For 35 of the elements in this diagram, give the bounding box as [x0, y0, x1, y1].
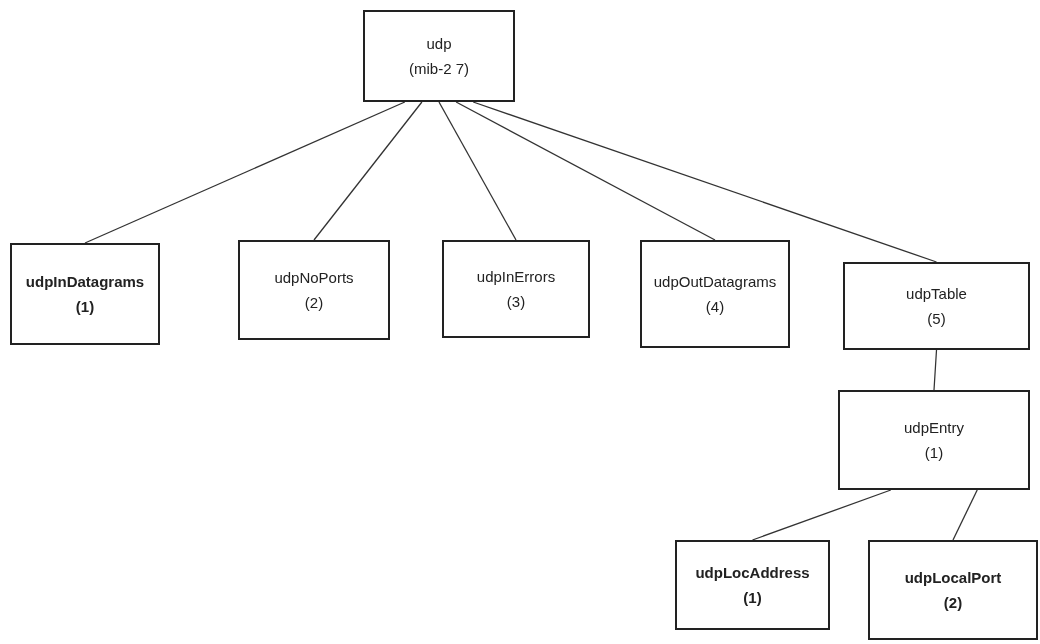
- node-name: udpNoPorts: [274, 269, 354, 286]
- node-name: udp: [426, 35, 452, 52]
- node-name: udpInDatagrams: [25, 273, 145, 290]
- node-number: (5): [927, 310, 946, 327]
- connector-line: [313, 101, 423, 241]
- node-name: udpLocAddress: [695, 564, 810, 581]
- tree-node-box: [838, 390, 1030, 490]
- tree-node-box: [843, 262, 1030, 350]
- node-number: (2): [304, 294, 324, 311]
- tree-node-box: [640, 240, 790, 348]
- connector-line: [952, 489, 978, 541]
- node-name: udpOutDatagrams: [653, 273, 777, 290]
- node-number: (3): [506, 293, 526, 310]
- node-number: (1): [924, 444, 944, 461]
- node-name: udpLocalPort: [904, 569, 1002, 586]
- tree-node-box: [442, 240, 590, 338]
- tree-node-box: [868, 540, 1038, 640]
- node-name: udpTable: [906, 285, 967, 302]
- node-number: (mib-2 7): [409, 60, 469, 77]
- connector-line: [933, 349, 938, 391]
- connector-line: [84, 101, 406, 244]
- tree-node-box: [363, 10, 515, 102]
- node-name: udpEntry: [903, 419, 964, 436]
- node-number: (4): [705, 298, 725, 315]
- tree-node-box: [675, 540, 830, 630]
- connector-line: [455, 101, 716, 241]
- tree-node-box: [10, 243, 160, 345]
- node-number: (1): [743, 589, 762, 606]
- node-name: udpInErrors: [476, 268, 556, 285]
- tree-node-box: [238, 240, 390, 340]
- connector-line: [472, 101, 938, 263]
- node-number: (1): [75, 298, 95, 315]
- connector-line: [438, 101, 517, 241]
- connector-line: [751, 489, 892, 541]
- node-number: (2): [943, 594, 963, 611]
